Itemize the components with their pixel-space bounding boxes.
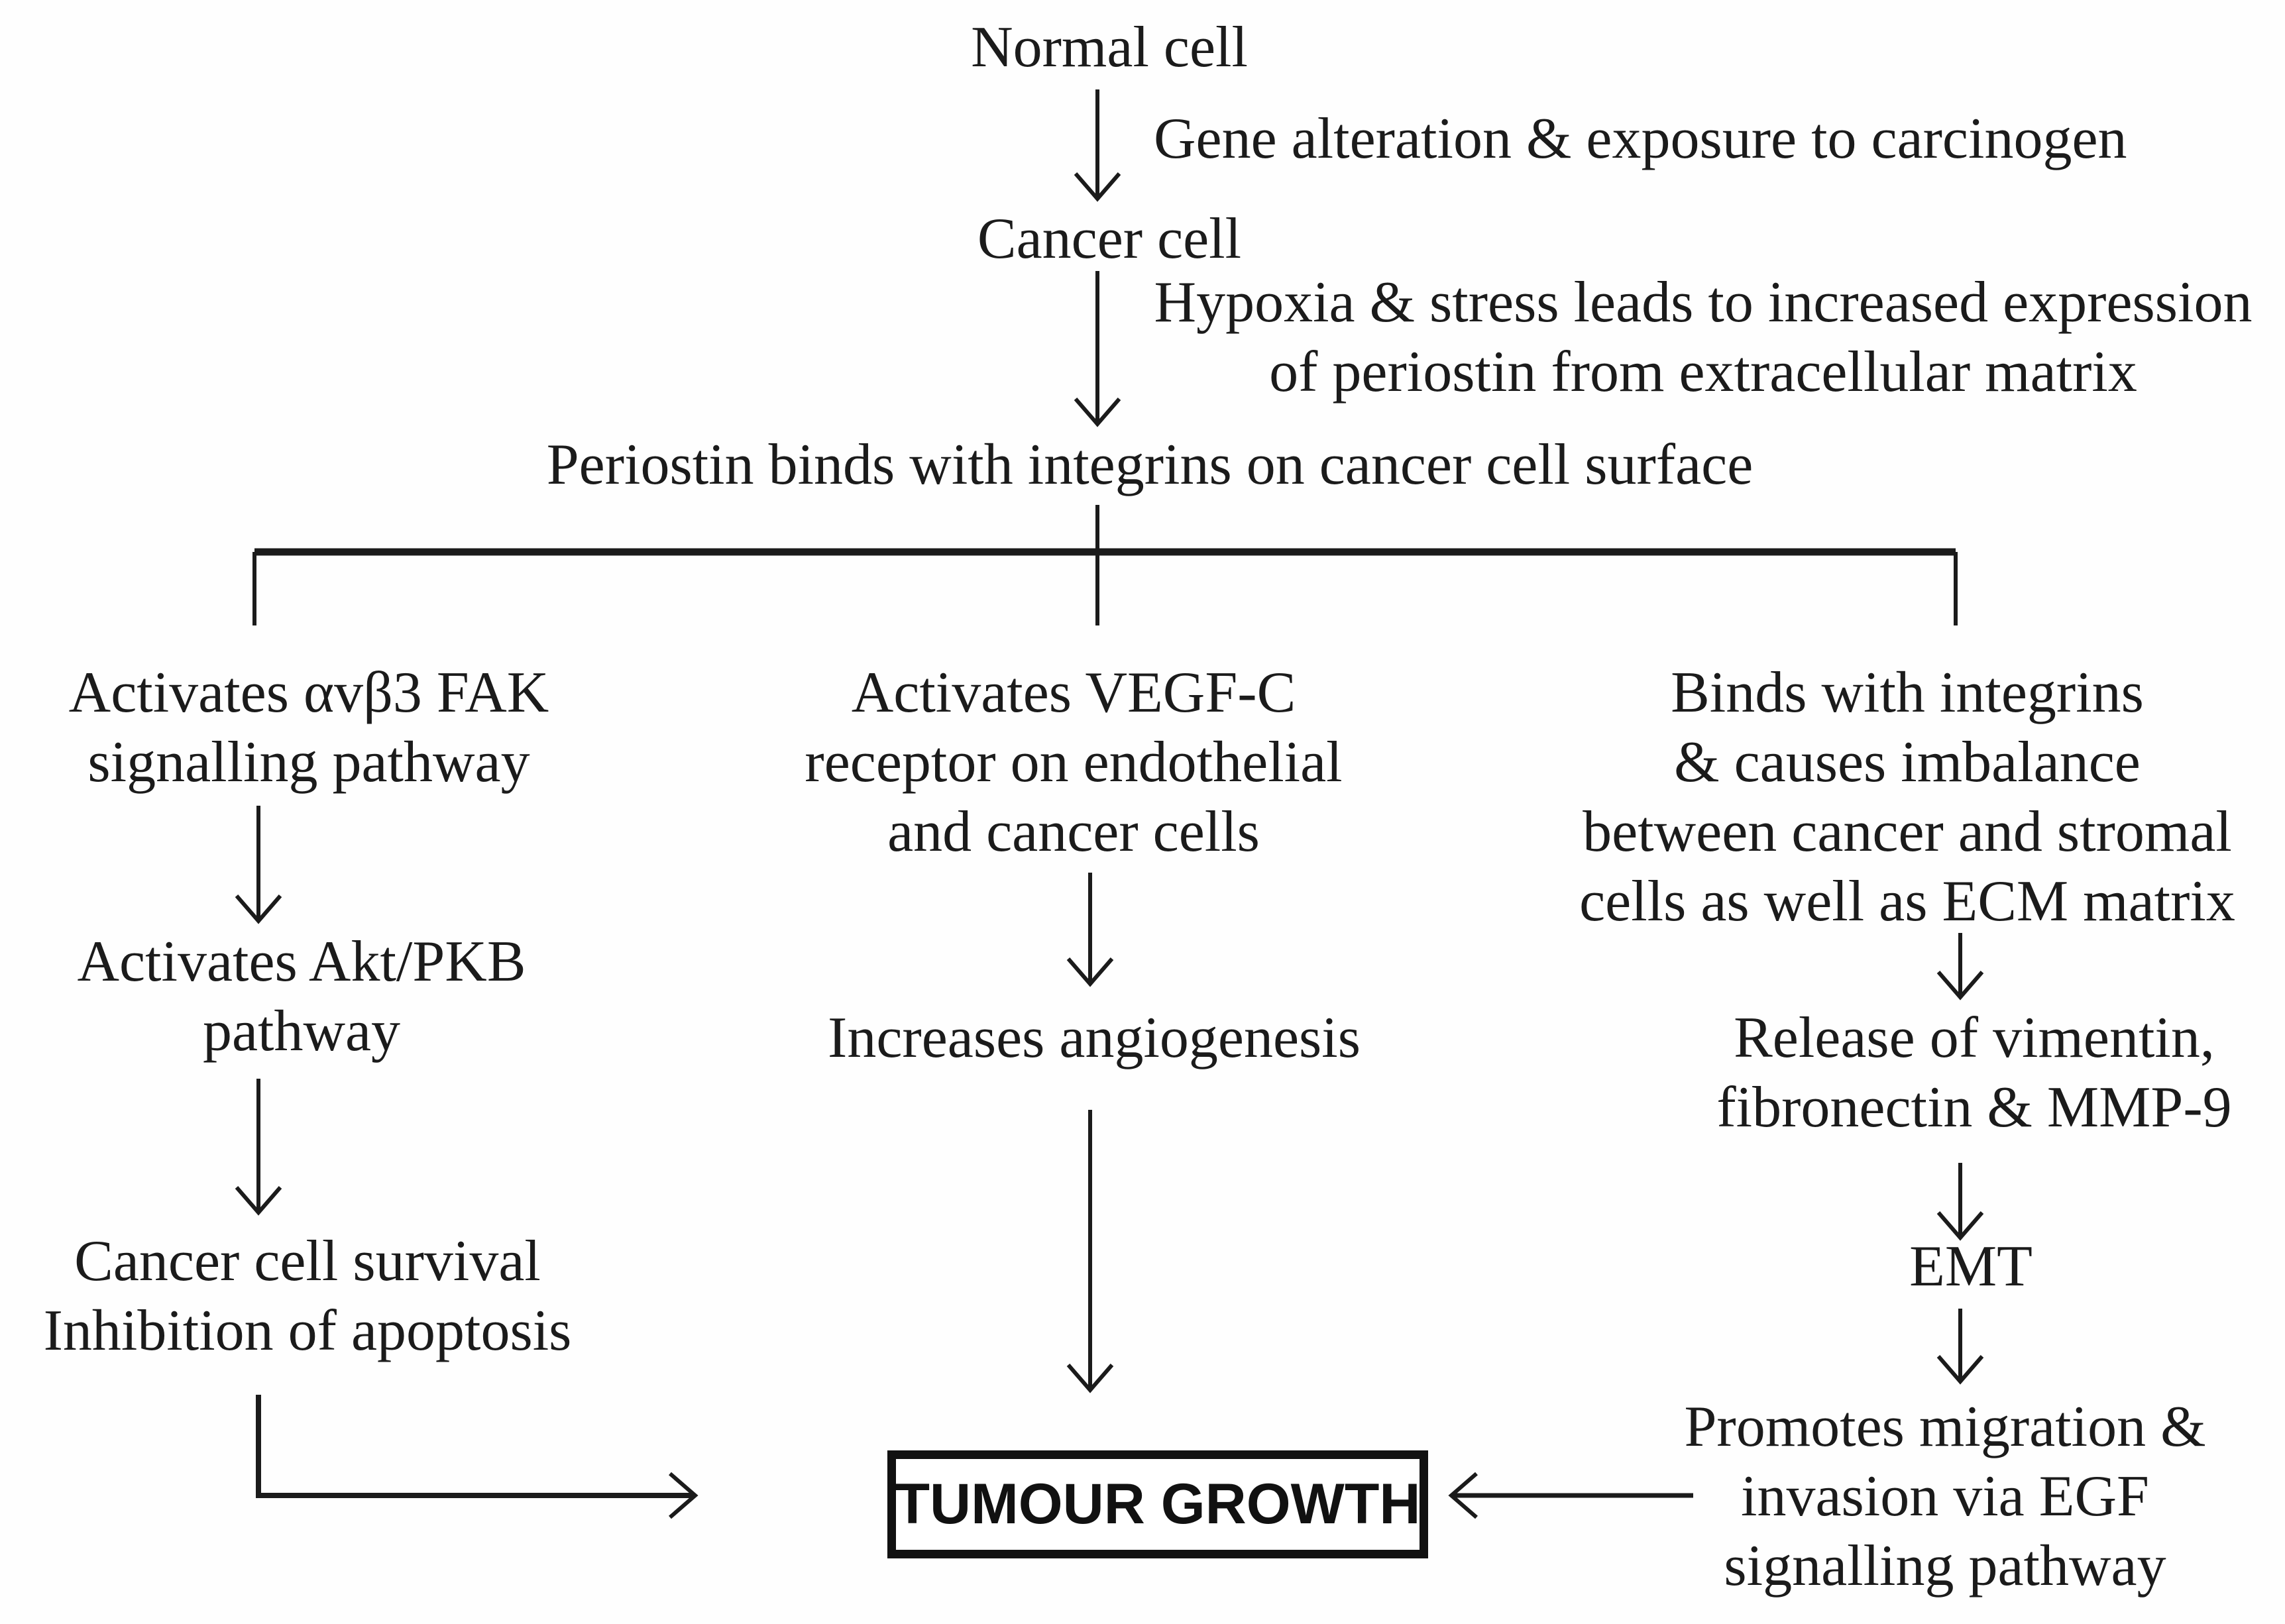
node-increases-angiogenesis: Increases angiogenesis (828, 1006, 1361, 1070)
node-emt: EMT (1909, 1234, 2033, 1299)
label-hypoxia-line2: of periostin from extracellular matrix (1269, 340, 2137, 404)
node-release-line1: Release of vimentin, (1734, 1006, 2215, 1070)
node-cell-survival: Cancer cell survival Inhibition of apopt… (3, 1226, 612, 1366)
node-akt-line2: pathway (202, 999, 401, 1063)
label-gene-alteration: Gene alteration & exposure to carcinogen (1154, 107, 2127, 171)
node-release-vimentin: Release of vimentin, fibronectin & MMP-9 (1676, 1003, 2272, 1142)
node-imbalance-line2: & causes imbalance (1674, 730, 2141, 794)
node-akt-line1: Activates Akt/PKB (77, 930, 526, 994)
node-vegfc-line2: receptor on endothelial (805, 730, 1343, 794)
node-fak-line1: Activates αvβ3 FAK (68, 661, 549, 725)
node-vegfc-receptor: Activates VEGF-C receptor on endothelial… (762, 658, 1385, 867)
label-hypoxia-line1: Hypoxia & stress leads to increased expr… (1154, 270, 2253, 335)
node-fak-line2: signalling pathway (87, 730, 530, 794)
node-promotes-line1: Promotes migration & (1684, 1395, 2206, 1459)
node-tumour-growth-box: TUMOUR GROWTH (887, 1450, 1428, 1558)
node-vegfc-line1: Activates VEGF-C (851, 661, 1296, 725)
node-normal-cell: Normal cell (971, 15, 1248, 80)
node-survival-line2: Inhibition of apoptosis (43, 1299, 572, 1363)
node-fak-pathway: Activates αvβ3 FAK signalling pathway (24, 658, 594, 797)
node-cancer-cell: Cancer cell (977, 207, 1242, 271)
label-hypoxia-stress: Hypoxia & stress leads to increased expr… (1120, 268, 2285, 407)
node-akt-pkb: Activates Akt/PKB pathway (17, 927, 586, 1066)
node-imbalance-line3: between cancer and stromal (1583, 800, 2232, 864)
node-imbalance-line1: Binds with integrins (1671, 661, 2144, 725)
node-periostin-binds: Periostin binds with integrins on cancer… (546, 433, 1754, 497)
node-promotes-migration: Promotes migration & invasion via EGF si… (1614, 1392, 2276, 1601)
arrow-survival-to-tumour (256, 1395, 698, 1519)
tumour-growth-label: TUMOUR GROWTH (895, 1472, 1421, 1536)
node-imbalance-line4: cells as well as ECM matrix (1579, 869, 2235, 934)
node-survival-line1: Cancer cell survival (74, 1229, 541, 1293)
node-integrin-imbalance: Binds with integrins & causes imbalance … (1530, 658, 2285, 936)
node-promotes-line3: signalling pathway (1724, 1534, 2166, 1598)
node-promotes-line2: invasion via EGF (1741, 1464, 2149, 1529)
node-release-line2: fibronectin & MMP-9 (1716, 1075, 2232, 1140)
node-vegfc-line3: and cancer cells (887, 800, 1260, 864)
